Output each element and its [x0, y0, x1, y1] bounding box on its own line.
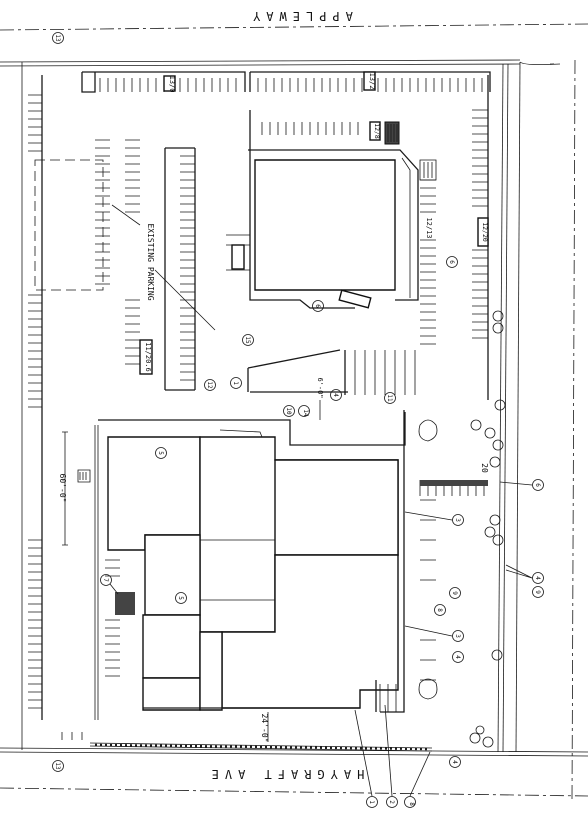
keynotes: 13 13 15 6 6 12 1 4: [52, 32, 544, 808]
parking-row-central: [247, 349, 416, 395]
street-label-south: HAYGRAFT AVE: [206, 767, 365, 781]
svg-text:6: 6: [448, 260, 455, 264]
keynote-11: 11: [384, 392, 396, 404]
stall-count-top-c: 13/2: [368, 73, 376, 90]
svg-text:6: 6: [534, 483, 541, 487]
stall-count-right-a: 12/13: [425, 217, 433, 238]
svg-text:4: 4: [454, 655, 461, 659]
keynote-13-south: 13: [52, 760, 64, 772]
parking-column-west: [28, 75, 43, 720]
keynote-1: 1: [230, 377, 242, 389]
existing-parking-area: EXISTING PARKING: [34, 159, 216, 331]
svg-text:1: 1: [368, 800, 375, 804]
svg-text:12: 12: [206, 381, 213, 389]
svg-text:13: 13: [54, 34, 61, 42]
svg-text:10: 10: [285, 407, 292, 415]
existing-building-north: 12/8 12/13: [226, 110, 437, 309]
svg-text:4: 4: [534, 576, 541, 580]
south-sidewalk: [89, 742, 433, 752]
keynote-4-far-east: 4: [505, 564, 544, 584]
keynote-7: 7: [100, 574, 119, 595]
stall-count-top-a: 13/0: [168, 76, 176, 93]
keynote-6-east: 6: [499, 479, 544, 491]
svg-text:7: 7: [102, 578, 109, 582]
keynote-6-right: 6: [446, 256, 458, 268]
svg-text:3: 3: [454, 518, 461, 522]
existing-parking-label: EXISTING PARKING: [146, 223, 155, 300]
svg-text:4: 4: [332, 393, 339, 397]
parking-row-north: 13/0 13/2: [81, 71, 491, 93]
svg-text:14: 14: [302, 409, 309, 417]
keynote-10: 10: [283, 405, 295, 417]
svg-text:8: 8: [408, 802, 415, 806]
keynote-4-street: 4: [449, 756, 461, 768]
parking-west-of-building: 60'-0": [58, 431, 120, 677]
keynote-8-bottom: 8: [404, 751, 431, 808]
svg-text:13: 13: [54, 762, 61, 770]
keynote-9-far-east: 9: [532, 586, 544, 598]
street-label-north: APPLEWAY: [247, 9, 353, 23]
keynote-3-north: 3: [404, 511, 464, 526]
keynote-15: 15: [242, 334, 254, 346]
keynote-1-bottom: 1: [354, 709, 378, 808]
east-road: [497, 59, 576, 801]
dim-west: 60'-0": [58, 474, 67, 503]
landscaping: [418, 310, 506, 748]
parking-rows-central-west: 11/20.6: [95, 139, 196, 391]
keynote-2-bottom: 2: [384, 704, 398, 808]
keynote-8-east: 8: [434, 604, 446, 616]
proposed-building: [94, 412, 406, 720]
keynote-4-east: 4: [452, 651, 464, 663]
svg-text:8: 8: [436, 608, 443, 612]
keynote-5-mid: 5: [175, 592, 187, 604]
svg-text:5: 5: [177, 596, 184, 600]
keynote-9-east: 9: [449, 587, 461, 599]
keynote-6-top: 6: [312, 300, 324, 312]
keynote-3-south: 3: [404, 625, 464, 642]
keynote-14: 14: [298, 405, 310, 417]
svg-text:9: 9: [534, 590, 541, 594]
svg-text:15: 15: [244, 336, 251, 344]
dimension-center: 6'-0": [316, 377, 324, 420]
svg-text:6: 6: [314, 304, 321, 308]
keynote-13-north: 13: [52, 32, 64, 44]
stall-count-top-b: 12/8: [373, 123, 381, 139]
svg-text:4: 4: [451, 760, 458, 764]
dimension-south: 24'-0": [61, 712, 269, 743]
svg-text:5: 5: [157, 451, 164, 455]
parking-column-east: 12/20: [420, 75, 489, 400]
stall-count-left: 11/20.6: [144, 342, 152, 372]
svg-text:1: 1: [232, 381, 239, 385]
svg-text:11: 11: [386, 394, 393, 402]
keynote-5-west: 5: [155, 447, 167, 459]
svg-text:9: 9: [451, 591, 458, 595]
keynote-12: 12: [204, 379, 216, 391]
appleway-street: APPLEWAY: [0, 9, 588, 67]
haygraft-street: HAYGRAFT AVE: [0, 747, 588, 797]
count-20-label: 20: [480, 463, 489, 473]
dim-south-label: 24'-0": [260, 714, 269, 743]
dim-center-label: 6'-0": [316, 377, 324, 398]
svg-text:2: 2: [388, 800, 395, 804]
stall-count-right-b: 12/20: [481, 222, 489, 242]
parking-east-of-building: 20: [375, 410, 489, 713]
keynote-4-center: 4: [330, 389, 342, 401]
svg-text:3: 3: [454, 634, 461, 638]
